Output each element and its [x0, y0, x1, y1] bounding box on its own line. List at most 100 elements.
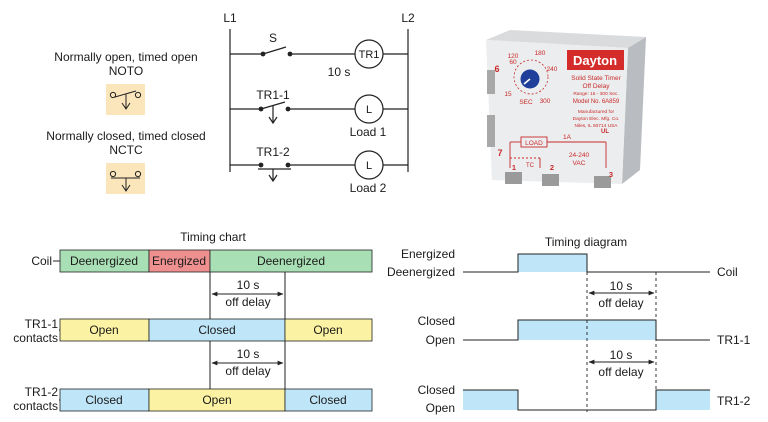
- dial-tick-300: 300: [540, 98, 551, 105]
- terminal-6-label: 6: [494, 64, 499, 74]
- tr12-cell-closed-2: [284, 388, 373, 412]
- switch-s-icon: [262, 46, 287, 55]
- load1-symbol: L: [366, 104, 372, 116]
- box-top: [486, 30, 646, 48]
- manufacturer-line2: Dayton Elec. Mfg. Co.: [573, 116, 620, 122]
- terminal-3-label: 3: [609, 170, 613, 179]
- manufacturer-line1: Manufactured for: [578, 109, 615, 115]
- terminal-2-label: 2: [550, 163, 554, 172]
- nctc-symbol-icon: [106, 163, 145, 194]
- tr12-trace-label: TR1-2: [717, 394, 751, 408]
- l2-label: L2: [401, 11, 415, 25]
- tr11-cell-text-2: Closed: [198, 323, 235, 337]
- load1-label: Load 1: [350, 125, 387, 139]
- nctc-caption: Normally closed, timed closed: [46, 129, 205, 143]
- contact-symbol-legend: Normally open, timed open NOTO Normally …: [46, 50, 206, 194]
- tr11-cell-text-1: Open: [89, 323, 118, 337]
- contact1-label: TR1-1: [256, 88, 290, 102]
- diagram-delay-text-2a: 10 s: [610, 348, 633, 362]
- dial-tick-15: 15: [504, 91, 512, 98]
- amps-label: 1A: [563, 134, 572, 141]
- terminal-2: [542, 174, 559, 186]
- load-label: LOAD: [525, 140, 543, 147]
- tr12-closed-fill-1: [463, 390, 518, 410]
- ladder-diagram: L1 L2 S TR1 10 s TR1-1 L: [223, 11, 415, 195]
- deenergized-label: Deenergized: [387, 265, 455, 279]
- tr12-open-label: Open: [426, 401, 455, 415]
- noto-code: NOTO: [109, 64, 143, 78]
- tr11-row-label-2: contacts: [13, 331, 58, 345]
- coil-cell-deenergized-2: [209, 249, 373, 273]
- voltage-label: 24-240: [569, 152, 590, 159]
- coil-delay-label: 10 s: [328, 65, 351, 79]
- rung-3: TR1-2 L Load 2: [230, 145, 408, 195]
- noto-symbol-icon: [106, 84, 145, 115]
- coil-cell-text-3: Deenergized: [257, 254, 325, 268]
- load2-label: Load 2: [350, 181, 387, 195]
- terminal-7-label: 7: [497, 148, 502, 158]
- terminal-1-label: 1: [512, 163, 516, 172]
- coil-cell-text-1: Deenergized: [70, 254, 138, 268]
- chart-delay-text-1b: off delay: [225, 295, 270, 309]
- clip-upper: [487, 70, 495, 94]
- tr11-closed-fill: [518, 320, 656, 340]
- dial-tick-180: 180: [535, 50, 546, 57]
- cert-mark: UL: [601, 129, 609, 135]
- coil-energized-fill: [518, 254, 587, 272]
- tr11-row-label-1: TR1-1: [25, 317, 59, 331]
- coil-waveform: [463, 253, 710, 273]
- coil-label: TR1: [359, 49, 380, 61]
- diagram-delay-text-2b: off delay: [598, 365, 643, 379]
- tr12-cell-text-1: Closed: [85, 393, 122, 407]
- timing-diagram: Timing diagram Energized Deenergized Clo…: [387, 235, 751, 415]
- contact2-label: TR1-2: [256, 145, 290, 159]
- rung-2: TR1-1 L Load 1: [230, 88, 408, 139]
- product-subtitle: Off Delay: [583, 83, 611, 90]
- chart-delay-text-2a: 10 s: [237, 347, 260, 361]
- diagram-delay-text-1b: off delay: [598, 296, 643, 310]
- tr11-open-label: Open: [426, 333, 455, 347]
- coil-trace-label: Coil: [717, 265, 738, 279]
- tr12-cell-text-3: Closed: [309, 393, 346, 407]
- timer-product-photo: Dayton Solid State Timer Off Delay Range…: [486, 30, 646, 188]
- product-range: Range: 15 - 300 Sec.: [573, 91, 618, 97]
- product-model: Model No. 6A859: [573, 99, 620, 105]
- tr11-cell-text-3: Open: [313, 323, 342, 337]
- switch-label: S: [269, 31, 277, 45]
- l1-label: L1: [223, 11, 237, 25]
- brand-name: Dayton: [573, 53, 617, 68]
- tr11-trace-label: TR1-1: [717, 333, 751, 347]
- dial-tick-120: 120: [508, 53, 519, 60]
- chart-delay-text-1a: 10 s: [237, 278, 260, 292]
- tc-label: TC: [526, 163, 535, 169]
- timing-diagram-title: Timing diagram: [545, 235, 627, 249]
- tr12-row-label-1: TR1-2: [25, 385, 59, 399]
- noto-caption: Normally open, timed open: [54, 50, 197, 64]
- dial-tick-240: 240: [547, 66, 558, 73]
- dial-unit: SEC: [519, 99, 533, 106]
- front-circuit: [509, 136, 607, 168]
- terminal-3: [594, 176, 611, 188]
- tr11-closed-label: Closed: [418, 314, 455, 328]
- product-title: Solid State Timer: [571, 75, 621, 82]
- coil-row-label: Coil: [31, 254, 52, 268]
- clip-lower: [487, 115, 495, 147]
- load2-symbol: L: [366, 160, 372, 172]
- brand-badge: [567, 50, 624, 70]
- tr12-closed-fill-2: [656, 390, 710, 410]
- dial-ring: [513, 59, 549, 95]
- vac-label: VAC: [573, 160, 586, 167]
- nctc-code: NCTC: [109, 143, 143, 157]
- timing-chart-title: Timing chart: [180, 230, 246, 244]
- box-side: [622, 37, 646, 184]
- tr11-cell-open-2: [284, 318, 373, 342]
- terminal-1: [505, 172, 522, 184]
- tr12-closed-label: Closed: [418, 383, 455, 397]
- coil-cell-text-2: Energized: [152, 254, 206, 268]
- chart-delay-text-2b: off delay: [225, 364, 270, 378]
- tr12-cell-text-2: Open: [202, 393, 231, 407]
- timing-chart: Timing chart Coil TR1-1 contacts TR1-2 c…: [13, 230, 373, 413]
- manufacturer-line3: Niles, IL 60714 USA: [574, 123, 618, 129]
- energized-label: Energized: [401, 247, 455, 261]
